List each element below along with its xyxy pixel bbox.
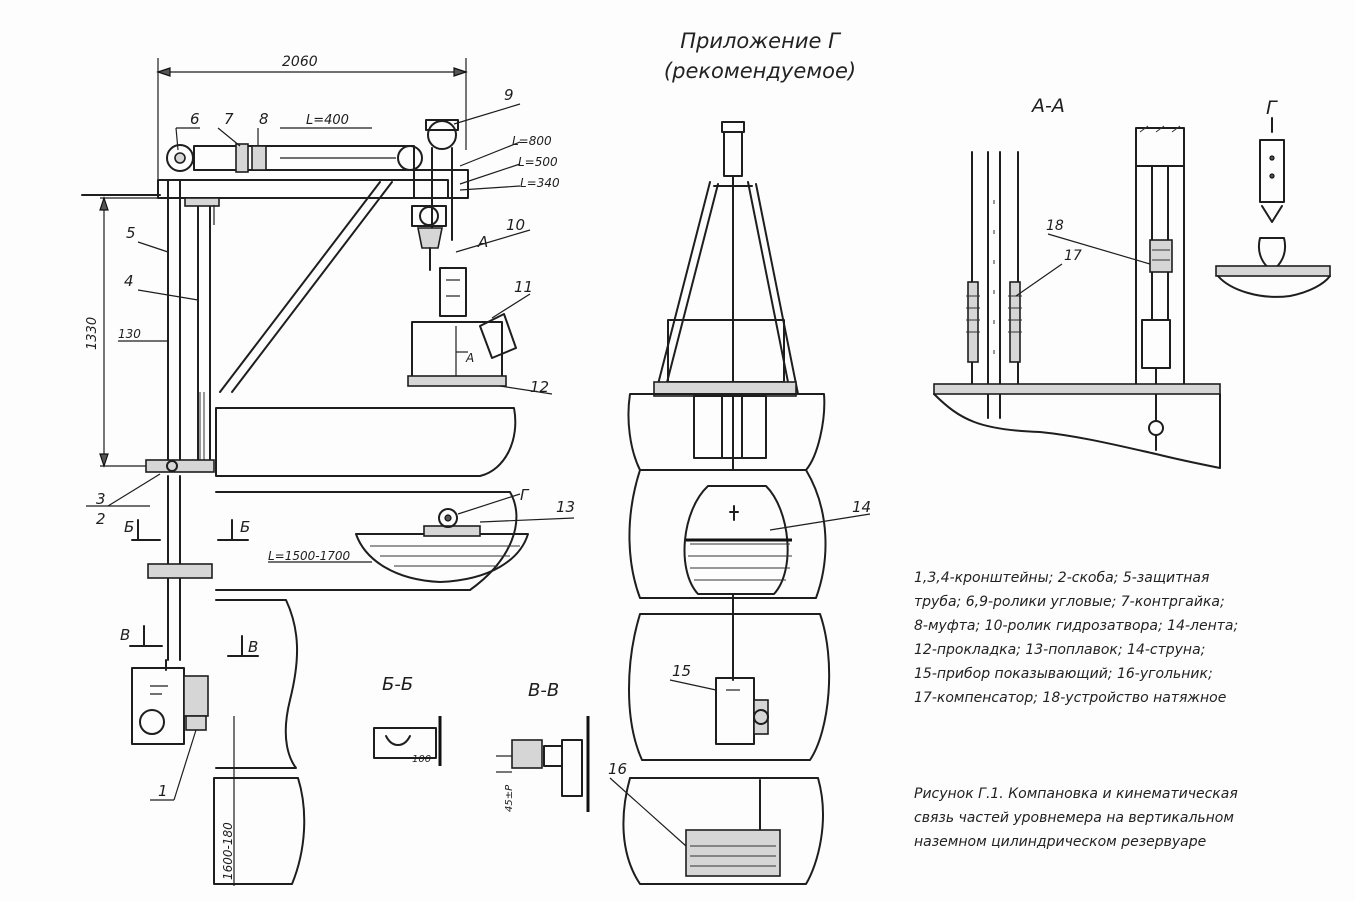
section-b-right: Б xyxy=(240,518,250,536)
dim-length-400: L=400 xyxy=(306,113,349,128)
callout-5: 5 xyxy=(126,224,136,242)
tank-lower-section xyxy=(215,599,299,769)
center-tank-mid xyxy=(628,613,831,761)
bracket-3 xyxy=(145,459,215,473)
callout-4: 4 xyxy=(124,272,134,290)
angle-16 xyxy=(685,829,781,877)
callout-3: 3 xyxy=(96,490,106,508)
caption-line-2: связь частей уровнемера на вертикальном xyxy=(914,810,1234,826)
callout-16: 16 xyxy=(608,760,627,778)
section-aa-title: А-А xyxy=(1030,95,1065,117)
callout-6: 6 xyxy=(190,110,200,128)
left-assembly-view: 2060 1330 130 xyxy=(81,54,575,886)
dim-bb: 100 xyxy=(412,754,431,765)
float-13 xyxy=(355,533,529,583)
top-beam xyxy=(157,179,449,199)
section-bb-view: Б-Б 100 xyxy=(373,674,442,766)
tank-bottom-section xyxy=(213,777,306,885)
dim-1330: 1330 xyxy=(85,317,100,350)
caption-line-1: Рисунок Г.1. Компановка и кинематическая xyxy=(914,786,1238,802)
legend-line-4: 12-прокладка; 13-поплавок; 14-струна; xyxy=(914,642,1206,658)
section-b-left: Б xyxy=(124,518,134,536)
aa-roof-plate xyxy=(933,383,1221,395)
tank-mid-section xyxy=(215,491,518,591)
callout-1: 1 xyxy=(158,782,168,800)
dim-vv: 45±P xyxy=(504,784,515,812)
dim-length-340: L=340 xyxy=(520,176,560,190)
legend-line-5: 15-прибор показывающий; 16-угольник; xyxy=(914,666,1213,682)
section-bb-title: Б-Б xyxy=(382,674,413,695)
section-v-right: В xyxy=(248,638,258,656)
callout-9: 9 xyxy=(504,86,514,104)
callout-11: 11 xyxy=(514,278,533,296)
section-g-mark: Г xyxy=(520,486,530,504)
dim-length-800: L=800 xyxy=(512,134,552,148)
section-vv-view: В-В 45±P xyxy=(496,680,590,812)
section-a-small: А xyxy=(465,351,474,365)
section-v-left: В xyxy=(120,626,130,644)
legend-line-6: 17-компенсатор; 18-устройство натяжное xyxy=(914,690,1227,706)
callout-8: 8 xyxy=(259,110,269,128)
legend: 1,3,4-кронштейны; 2-скоба; 5-защитная тр… xyxy=(914,566,1354,710)
callout-14: 14 xyxy=(852,498,871,516)
figure-caption: Рисунок Г.1. Компановка и кинематическая… xyxy=(914,782,1354,854)
callout-15: 15 xyxy=(672,662,691,680)
dim-2060: 2060 xyxy=(282,54,318,70)
section-a-mark: А xyxy=(477,233,488,251)
legend-line-3: 8-муфта; 10-ролик гидрозатвора; 14-лента… xyxy=(914,618,1239,634)
center-tank-shell xyxy=(628,469,827,599)
view-g: Г xyxy=(1215,97,1331,298)
callout-18: 18 xyxy=(1046,218,1064,234)
tank-roof-section xyxy=(215,407,517,477)
aa-roof-break xyxy=(933,393,1221,469)
dim-130: 130 xyxy=(118,327,141,341)
section-vv-title: В-В xyxy=(528,680,559,701)
legend-line-2: труба; 6,9-ролики угловые; 7-контргайка; xyxy=(914,594,1225,610)
center-tank-bottom xyxy=(622,777,824,885)
callout-10: 10 xyxy=(506,216,525,234)
section-aa-view: А-А 18 xyxy=(933,95,1221,469)
callout-7: 7 xyxy=(224,110,234,128)
appendix-title: Приложение Г xyxy=(680,29,840,53)
dim-bottom-height: 1600-180 xyxy=(221,822,235,880)
section-g-title: Г xyxy=(1266,97,1278,119)
caption-line-3: наземном цилиндрическом резервуаре xyxy=(914,834,1207,850)
callout-2: 2 xyxy=(96,510,106,528)
appendix-subtitle: (рекомендуемое) xyxy=(663,59,857,83)
appendix-heading: Приложение Г (рекомендуемое) xyxy=(600,26,920,86)
legend-line-1: 1,3,4-кронштейны; 2-скоба; 5-защитная xyxy=(914,570,1210,586)
indicator-device-15 xyxy=(715,677,755,745)
center-assembly-view: 14 15 16 xyxy=(608,121,871,885)
float-body xyxy=(683,485,789,595)
dim-length-500: L=500 xyxy=(518,155,558,169)
dim-float-length: L=1500-1700 xyxy=(268,549,351,563)
callout-13: 13 xyxy=(556,498,575,516)
callout-17: 17 xyxy=(1064,248,1082,264)
